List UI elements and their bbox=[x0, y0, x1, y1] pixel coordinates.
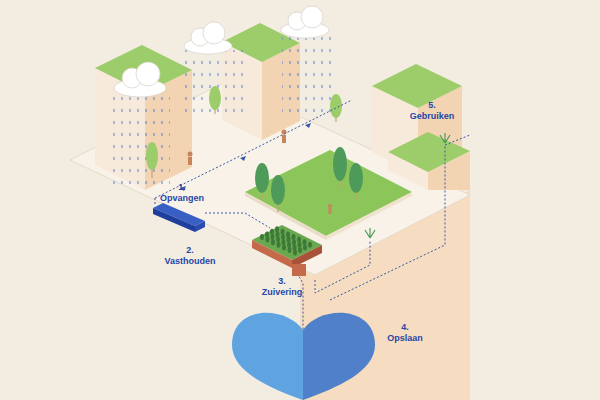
flow-arrows bbox=[180, 123, 311, 191]
plant-leaf bbox=[265, 231, 269, 237]
plant-leaf bbox=[271, 234, 275, 240]
plant-leaf bbox=[276, 237, 280, 243]
step-label: 1. Opvangen bbox=[160, 182, 204, 204]
plant-leaf bbox=[282, 239, 286, 245]
plant bbox=[365, 133, 450, 238]
rain bbox=[185, 50, 245, 120]
plant-leaf bbox=[292, 239, 296, 245]
storage-basin bbox=[303, 313, 375, 400]
plant-leaf bbox=[266, 237, 270, 243]
step-label: 4. Opslaan bbox=[387, 322, 423, 344]
plant-leaf bbox=[281, 234, 285, 240]
plant-leaf bbox=[287, 242, 291, 248]
cloud bbox=[114, 6, 329, 97]
retention-tank bbox=[195, 221, 205, 232]
plant-leaf bbox=[297, 237, 301, 243]
plants bbox=[260, 226, 312, 255]
plant-leaf bbox=[286, 231, 290, 237]
plant-leaf bbox=[271, 239, 275, 245]
plant-leaf bbox=[287, 237, 291, 243]
green-roof bbox=[388, 132, 470, 172]
plant-leaf bbox=[298, 247, 302, 253]
plant-leaf bbox=[281, 229, 285, 235]
plant-leaf bbox=[276, 231, 280, 237]
green-roof bbox=[372, 64, 462, 108]
plant-leaf bbox=[298, 242, 302, 248]
park-edge bbox=[326, 192, 412, 240]
plant-leaf bbox=[270, 229, 274, 235]
rain bbox=[112, 92, 170, 187]
storage-basin bbox=[232, 313, 303, 400]
filter-outlet bbox=[292, 264, 306, 276]
plant-leaf bbox=[293, 250, 297, 256]
plant-leaf bbox=[282, 244, 286, 250]
retention-tank bbox=[153, 208, 195, 232]
plant-leaf bbox=[303, 244, 307, 250]
park-lawn bbox=[245, 150, 412, 236]
step-label: 2. Vasthouden bbox=[165, 245, 216, 267]
helophyte-filter bbox=[252, 240, 292, 268]
plant-leaf bbox=[308, 242, 312, 248]
plant-leaf bbox=[277, 242, 281, 248]
plant-leaf bbox=[293, 244, 297, 250]
rain bbox=[282, 35, 334, 115]
step-label: 3. Zuivering bbox=[262, 276, 303, 298]
plant-leaf bbox=[260, 234, 264, 240]
plant-leaf bbox=[275, 226, 279, 232]
plant-leaf bbox=[288, 247, 292, 253]
tree bbox=[146, 86, 363, 212]
plant-leaf bbox=[303, 239, 307, 245]
step-label: 5. Gebruiken bbox=[410, 100, 455, 122]
plant-leaf bbox=[292, 234, 296, 240]
water-flow bbox=[155, 100, 470, 330]
